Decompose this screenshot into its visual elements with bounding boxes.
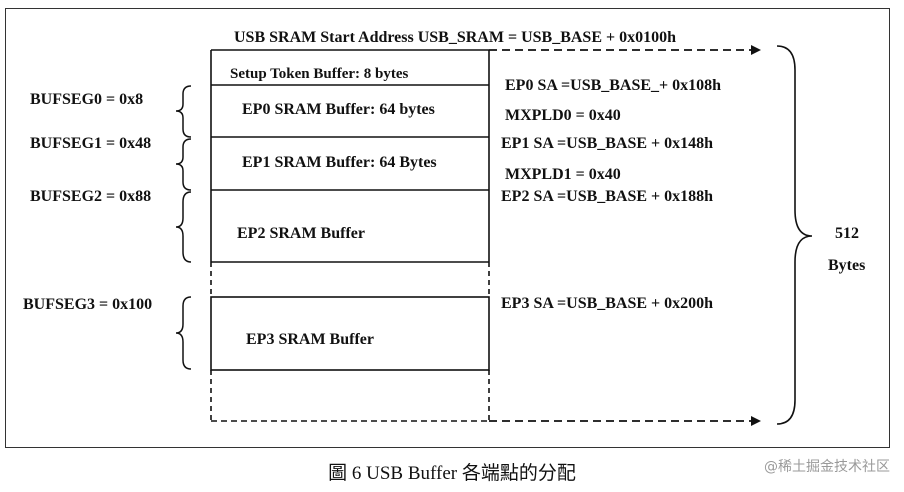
ep0-sa-label: EP0 SA =USB_BASE_+ 0x108h bbox=[505, 77, 722, 94]
bufseg3-label: BUFSEG3 = 0x100 bbox=[23, 296, 153, 313]
mxpld0-label: MXPLD0 = 0x40 bbox=[505, 107, 621, 124]
ep0-buffer-label: EP0 SRAM Buffer: 64 bytes bbox=[242, 101, 435, 118]
figure-caption: 圖 6 USB Buffer 各端點的分配 bbox=[328, 463, 576, 484]
brace-bufseg3 bbox=[175, 296, 192, 370]
ep1-sa-label: EP1 SA =USB_BASE + 0x148h bbox=[501, 135, 714, 152]
bufseg1-label: BUFSEG1 = 0x48 bbox=[30, 135, 152, 152]
ep3-buffer-label: EP3 SRAM Buffer bbox=[246, 331, 374, 348]
setup-token-buffer-label: Setup Token Buffer: 8 bytes bbox=[230, 66, 409, 82]
brace-bufseg2 bbox=[175, 191, 192, 263]
start-address-label: USB SRAM Start Address USB_SRAM = USB_BA… bbox=[234, 29, 677, 46]
total-size-value: 512 bbox=[835, 225, 859, 242]
diagram-frame bbox=[5, 8, 890, 448]
memory-column bbox=[210, 49, 490, 422]
ep1-buffer-label: EP1 SRAM Buffer: 64 Bytes bbox=[242, 154, 437, 171]
brace-total bbox=[776, 45, 813, 425]
mxpld1-label: MXPLD1 = 0x40 bbox=[505, 166, 621, 183]
bufseg0-label: BUFSEG0 = 0x8 bbox=[30, 91, 144, 108]
brace-bufseg0 bbox=[175, 85, 192, 138]
brace-bufseg1 bbox=[175, 138, 192, 191]
ep2-sa-label: EP2 SA =USB_BASE + 0x188h bbox=[501, 188, 714, 205]
ep2-buffer-label: EP2 SRAM Buffer bbox=[237, 225, 365, 242]
total-size-unit: Bytes bbox=[828, 257, 866, 274]
watermark: @稀土掘金技术社区 bbox=[764, 459, 890, 475]
ep3-sa-label: EP3 SA =USB_BASE + 0x200h bbox=[501, 295, 714, 312]
bufseg2-label: BUFSEG2 = 0x88 bbox=[30, 188, 152, 205]
ep3-box bbox=[210, 296, 490, 371]
